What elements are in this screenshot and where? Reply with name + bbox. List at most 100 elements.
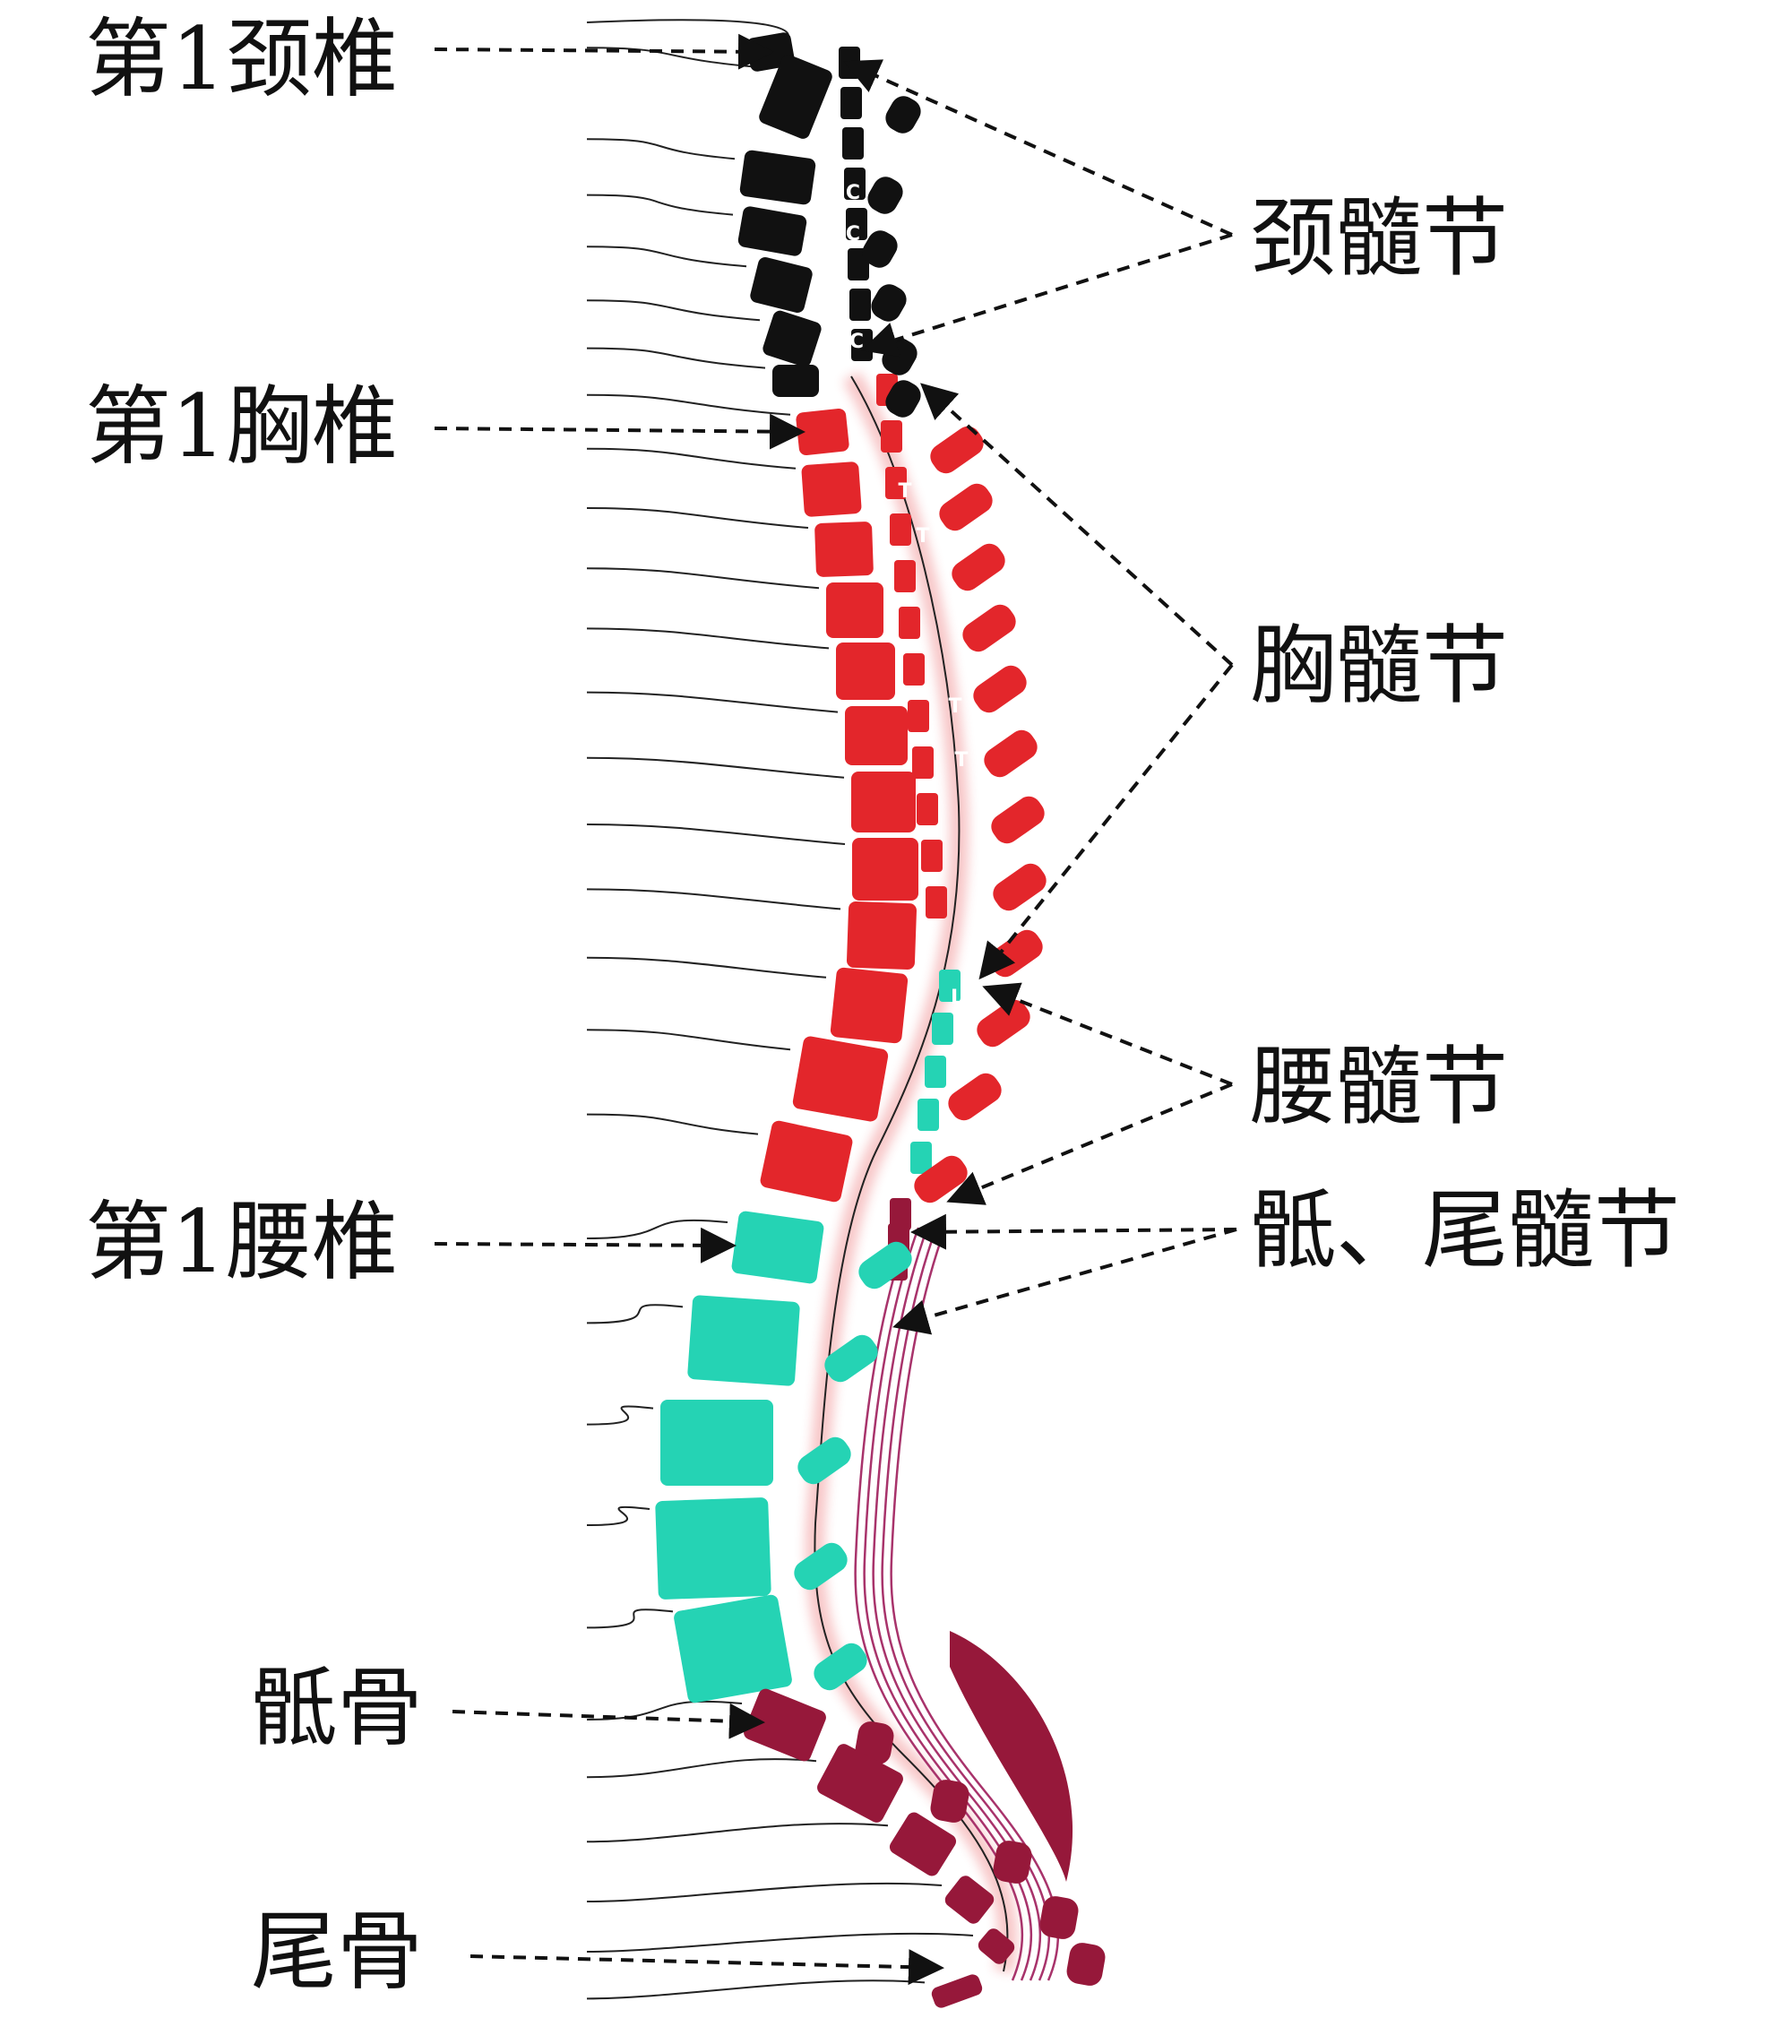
leader-line [434,413,806,450]
vertebral-body [687,1295,800,1386]
label-l1-vertebra: 第1腰椎 [85,1192,399,1292]
vertebral-body [772,365,819,397]
spinous-process [855,1721,894,1764]
spinal-nerve-line [586,393,791,416]
spinous-process [1039,1896,1079,1939]
spinal-nerve-line [586,956,827,979]
spinal-nerve-line [586,567,820,590]
cord-segment [912,746,934,779]
spinous-processes [794,96,1106,1986]
spinal-nerve-line [586,47,762,69]
spinal-nerve-line [586,1029,791,1051]
spinous-process [862,230,898,268]
cord-segment [881,420,902,453]
sacral-crest [950,1631,1073,1882]
cord-segment [921,840,943,872]
spinous-process [939,483,993,531]
cord-segment [899,607,920,639]
cauda-equina-line [881,1227,1051,1981]
spinal-nerve-line [586,1932,974,1953]
leader-line [861,233,1233,358]
segment-letter: C [846,182,860,204]
label-sacral-coccygeal-segments: 骶、尾髓节 [1250,1180,1680,1281]
label-thoracic-segments: 胸髓节 [1250,616,1508,716]
spinal-nerve-line [586,756,845,779]
spinous-process [797,1436,851,1485]
segment-letter: T [948,695,961,718]
vertebral-body [760,1120,853,1203]
cord-segment [890,1198,911,1230]
spinal-nerve-line [586,1405,654,1426]
vertebral-body [737,206,807,256]
segment-letter: C [849,331,864,353]
vertebral-body [845,706,908,765]
vertebral-body [739,150,816,205]
spinal-nerve-line [586,1979,926,2000]
spinal-nerve-line [586,1219,728,1239]
spinous-process [794,1542,848,1591]
segment-letter: T [898,480,911,503]
spinal-nerve-line [586,507,809,529]
cord-segment [925,1056,946,1088]
spinous-process [993,1841,1032,1884]
leader-lines [434,33,1237,1986]
spinal-nerve-lines [586,19,974,2000]
cord-segment [846,208,867,240]
cord-segment [926,886,947,919]
cord-segment [917,793,938,825]
spinal-nerve-line [586,347,766,369]
vertebral-body [889,1812,957,1876]
spinous-process [984,729,1038,778]
spinal-nerve-line [586,1823,889,1843]
spinal-nerve-line [586,299,761,322]
vertebral-body [830,967,909,1044]
cord-segment [910,1142,932,1174]
cord-segment [849,289,871,321]
leader-line [946,1082,1233,1205]
vertebral-body [826,582,883,638]
spinous-process [973,665,1027,713]
spinal-nerve-line [586,194,734,216]
leader-line [920,383,1234,667]
label-t1-vertebra: 第1胸椎 [85,376,399,477]
spinous-process [858,1241,912,1289]
vertebral-body [655,1497,771,1600]
vertebral-body [674,1594,792,1703]
vertebral-body [660,1400,773,1486]
leader-line [434,33,774,70]
vertebral-body [731,1211,824,1284]
cord-segment [840,87,862,119]
cord-segment [894,560,916,592]
spinal-canal-line [814,375,1009,1972]
cord-segment [844,168,866,200]
spinous-process [930,1780,969,1823]
spinal-nerve-line [586,824,846,845]
spinous-process [867,177,903,214]
cord-segment [903,653,925,686]
vertebral-body [762,310,822,367]
spinous-process [952,543,1005,591]
spinal-nerve-line [586,888,841,910]
segment-letter: C [846,223,860,246]
cord-segment [890,513,911,546]
label-coccyx: 尾骨 [251,1902,423,2002]
spinous-process [882,338,918,375]
label-c1-vertebra: 第1颈椎 [85,9,399,109]
spinous-process [930,426,984,474]
vertebral-body [944,1876,995,1924]
leader-line [982,982,1233,1086]
cord-segment [908,700,929,732]
spinous-process [962,604,1016,652]
spinal-nerve-line [586,1505,650,1526]
spinal-nerve-line [586,627,830,650]
vertebral-body [836,643,895,700]
spinous-process [814,1643,867,1691]
spinous-process [871,284,907,322]
cord-segment [918,1099,939,1131]
leader-line [892,1228,1237,1335]
spinous-process [885,380,921,418]
spinous-process [914,1155,968,1203]
